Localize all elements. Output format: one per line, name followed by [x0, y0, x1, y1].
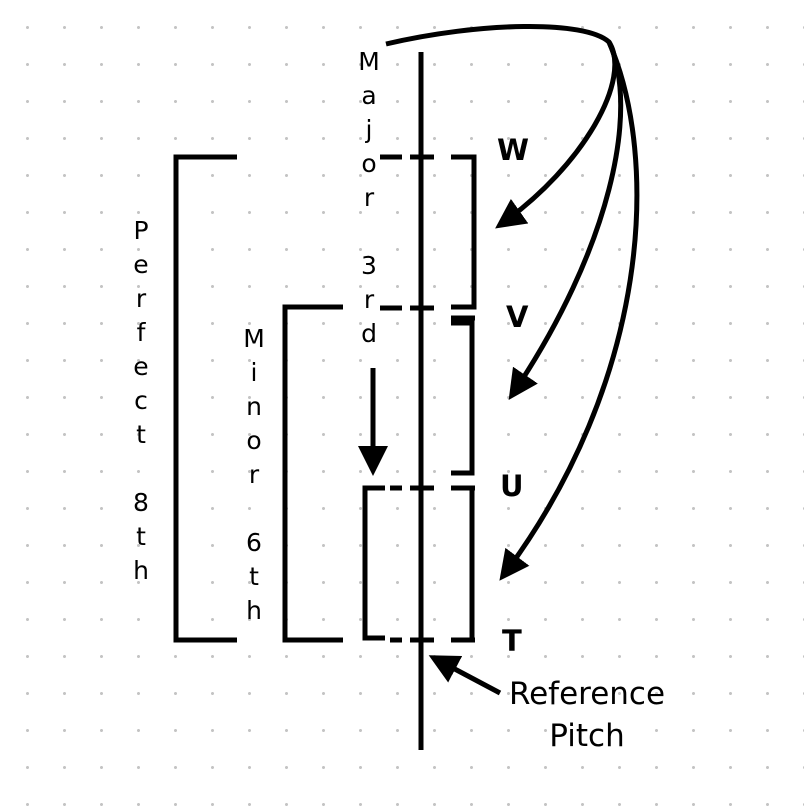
- bracket-major-third: [362, 485, 385, 641]
- bracket-perfect-eighth: [173, 154, 237, 643]
- bracket-w-v: [451, 154, 477, 310]
- curve-arrow-to-v: [508, 40, 624, 400]
- bracket-minor-sixth: [282, 304, 343, 643]
- minor-sixth-label: M i n o r 6 t h: [243, 324, 265, 625]
- reference-pitch-line1: Reference: [508, 676, 666, 712]
- major-third-label: M a j o r 3 r d: [358, 47, 380, 348]
- note-label-v: V: [506, 300, 529, 334]
- bracket-u-t: [451, 485, 475, 643]
- perfect-eighth-label: P e r f e c t 8 t h: [133, 216, 149, 585]
- note-label-t: T: [502, 624, 522, 658]
- reference-pitch-arrow: [428, 655, 502, 696]
- note-label-w: W: [497, 133, 529, 167]
- note-label-u: U: [500, 469, 524, 503]
- reference-pitch-line2: Pitch: [549, 718, 625, 754]
- reference-pitch-label: Reference Pitch: [492, 673, 682, 757]
- curve-arrow-to-u: [499, 41, 640, 581]
- bracket-v-u: [451, 320, 475, 476]
